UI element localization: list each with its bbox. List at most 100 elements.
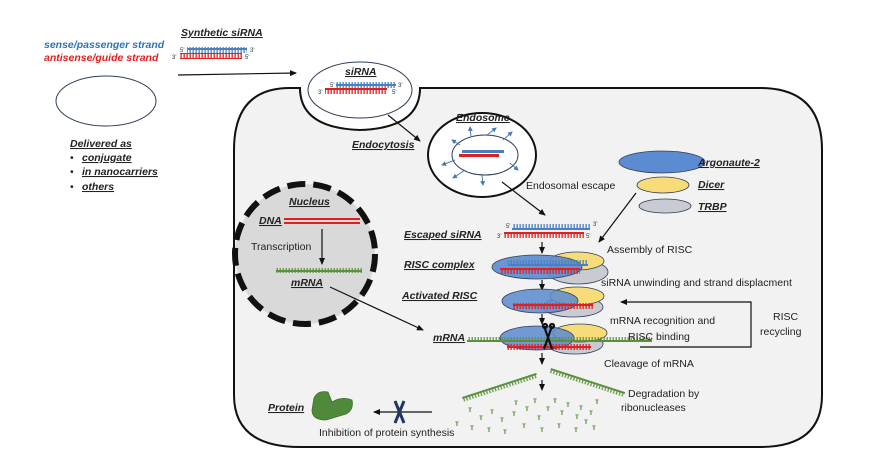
trbp-shape (638, 198, 692, 214)
three-prime-label: 3' (250, 48, 254, 54)
delivery-list: • conjugate • in nanocarriers • others (70, 152, 158, 193)
argonaute-2-label: Argonaute-2 (697, 157, 760, 169)
svg-text:т: т (566, 400, 570, 409)
bullet: • (70, 166, 74, 178)
inhibition-label: Inhibition of protein synthesis (319, 427, 454, 439)
svg-text:т: т (514, 398, 518, 407)
svg-text:т: т (455, 419, 459, 428)
endocytosis-arrow (387, 114, 421, 142)
svg-text:т: т (575, 412, 579, 421)
svg-text:т: т (584, 417, 588, 426)
delivery-item: in nanocarriers (82, 166, 158, 178)
svg-text:т: т (595, 397, 599, 406)
degradation-label-1: Degradation by (628, 388, 700, 400)
svg-text:5': 5' (586, 234, 590, 240)
three-prime-label: 3' (172, 55, 176, 61)
risc-complex-label: RISC complex (404, 259, 476, 271)
block-cross-icon (393, 400, 406, 424)
svg-text:т: т (503, 427, 507, 436)
svg-text:т: т (490, 407, 494, 416)
delivery-item: conjugate (82, 152, 132, 164)
svg-text:т: т (500, 415, 504, 424)
argonaute-2-shape (618, 150, 706, 174)
endocytosis-label: Endocytosis (352, 139, 415, 151)
risc-recycling-label-2: recycling (760, 326, 802, 338)
synthetic-sirna-title: Synthetic siRNA (181, 27, 263, 39)
risc-mrna-binding (467, 323, 652, 355)
svg-text:т: т (468, 405, 472, 414)
svg-text:т: т (512, 409, 516, 418)
sense-strand-label: sense/passenger strand (44, 39, 165, 51)
five-prime-label: 5' (245, 55, 249, 61)
svg-text:т: т (522, 421, 526, 430)
scissors-icon (541, 322, 556, 350)
bullet: • (70, 152, 74, 164)
activated-risc (501, 286, 605, 318)
mrna-export-arrow (329, 286, 424, 331)
svg-text:3': 3' (497, 234, 501, 240)
trbp-label: TRBP (698, 201, 728, 213)
activated-risc-label: Activated RISC (401, 290, 478, 302)
svg-text:т: т (479, 413, 483, 422)
escaped-sirna-duplex: 5' 3' 3' 5' (497, 222, 597, 240)
delivery-arrow (177, 70, 297, 77)
dna-label: DNA (259, 215, 282, 227)
svg-text:т: т (579, 403, 583, 412)
bullet: • (70, 181, 74, 193)
cytoplasm-mrna-label: mRNA (433, 332, 465, 344)
escape-arrow (501, 181, 546, 216)
unwinding-label: siRNA unwinding and strand displacment (601, 277, 792, 289)
endosomal-escape-label: Endosomal escape (526, 180, 615, 192)
protein-shape (311, 391, 353, 421)
recognition-label-2: RISC binding (628, 331, 690, 343)
synthetic-sirna-duplex: 5' 3' 3' 5' (172, 47, 254, 61)
svg-text:т: т (574, 425, 578, 434)
dicer-label: Dicer (698, 179, 725, 191)
svg-text:т: т (525, 404, 529, 413)
escape-arrows (441, 126, 519, 186)
svg-text:5': 5' (330, 83, 334, 89)
vesicle-sirna-title: siRNA (345, 66, 377, 78)
svg-text:т: т (537, 413, 541, 422)
five-prime-label: 5' (180, 48, 184, 54)
vesicle-sirna-duplex: 5' 3' 3' 5' (318, 82, 402, 96)
recycling-loop (620, 299, 752, 348)
recognition-label-1: mRNA recognition and (610, 315, 715, 327)
svg-text:т: т (487, 425, 491, 434)
endosome-title: Endosome (456, 112, 510, 124)
risc-recycling-label-1: RISC (773, 311, 799, 323)
svg-text:т: т (592, 423, 596, 432)
svg-text:т: т (589, 408, 593, 417)
nucleus-title: Nucleus (289, 196, 330, 208)
nuclear-mrna-label: mRNA (291, 277, 323, 289)
degradation-label-2: ribonucleases (621, 402, 686, 414)
delivery-item: others (82, 181, 114, 193)
delivered-as-title: Delivered as (70, 138, 132, 150)
assembly-label: Assembly of RISC (607, 244, 693, 256)
svg-text:т: т (560, 408, 564, 417)
assembly-arrow (598, 192, 637, 243)
cleavage-label: Cleavage of mRNA (604, 358, 694, 370)
protein-label: Protein (268, 402, 304, 414)
carrier-ellipse (55, 75, 157, 127)
svg-text:3': 3' (318, 90, 322, 96)
nuclear-mrna (276, 268, 362, 273)
svg-text:т: т (546, 404, 550, 413)
svg-text:т: т (540, 425, 544, 434)
dicer-shape (636, 176, 690, 194)
transcription-label: Transcription (251, 241, 311, 253)
svg-text:3': 3' (593, 222, 597, 228)
svg-text:5': 5' (392, 90, 396, 96)
svg-text:5': 5' (506, 224, 510, 230)
risc-complex (491, 251, 609, 285)
svg-text:т: т (533, 396, 537, 405)
svg-text:т: т (553, 396, 557, 405)
antisense-strand-label: antisense/guide strand (44, 52, 159, 64)
svg-text:т: т (470, 423, 474, 432)
cleaved-mrna-fragments (462, 368, 626, 402)
svg-text:3': 3' (398, 83, 402, 89)
escaped-sirna-label: Escaped siRNA (404, 229, 482, 241)
dna-strand (284, 218, 360, 220)
